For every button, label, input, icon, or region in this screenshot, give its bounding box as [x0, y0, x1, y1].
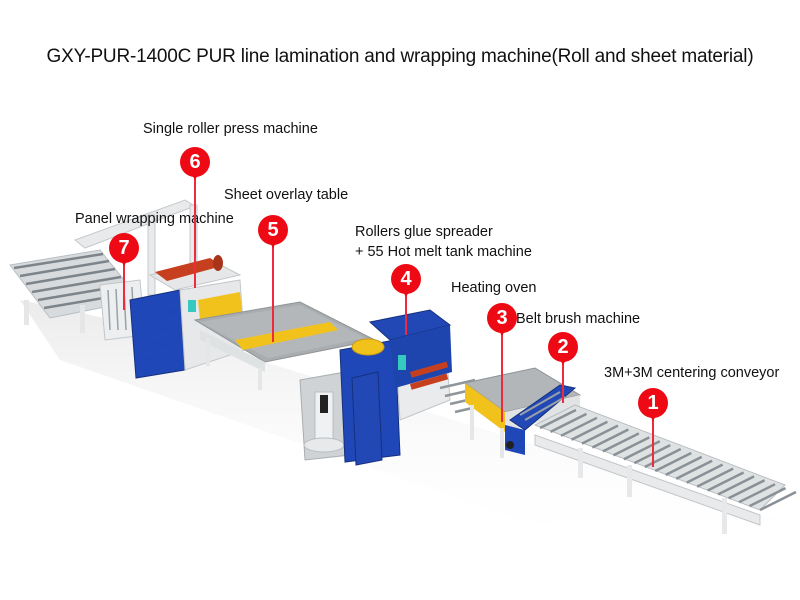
marker-7-leader-line — [123, 262, 125, 310]
label-hot-melt-tank: + 55 Hot melt tank machine — [355, 244, 532, 260]
conveyor-roller — [675, 459, 713, 480]
conveyor-roller — [644, 447, 682, 469]
conveyor-roller — [581, 424, 619, 445]
label-sheet-overlay-table: Sheet overlay table — [224, 187, 349, 203]
rollers-glue-spreader — [339, 309, 491, 466]
marker-2-pin: 2 — [548, 332, 578, 365]
hot-melt-tank — [299, 371, 351, 461]
marker-2-leader-line — [562, 361, 564, 403]
belt-brush-machine — [505, 384, 577, 455]
marker-7-pin: 7 — [109, 233, 139, 266]
centering-conveyor — [533, 404, 797, 534]
marker-4-pin: 4 — [391, 264, 421, 297]
conveyor-roller — [748, 486, 787, 508]
conveyor-roller — [707, 471, 745, 492]
marker-6-pin: 6 — [180, 147, 210, 180]
conveyor-roller — [728, 479, 766, 500]
diagram-title: GXY-PUR-1400C PUR line lamination and wr… — [46, 46, 754, 67]
label-belt-brush-machine: Belt brush machine — [516, 311, 641, 327]
conveyor-roller — [549, 412, 588, 434]
conveyor-roller — [591, 428, 629, 449]
conveyor-roller — [560, 416, 598, 437]
label-rollers-glue-spreader: Rollers glue spreader — [355, 224, 493, 240]
marker-3-pin: 3 — [487, 303, 517, 336]
label-heating-oven: Heating oven — [451, 280, 537, 296]
label-centering-conveyor: 3M+3M centering conveyor — [604, 365, 780, 381]
conveyor-roller — [738, 483, 776, 504]
conveyor-roller — [570, 420, 608, 441]
marker-5-pin: 5 — [258, 215, 288, 248]
conveyor-roller — [759, 490, 797, 512]
marker-1-leader-line — [652, 417, 654, 467]
conveyor-roller — [602, 432, 640, 453]
conveyor-roller — [717, 475, 755, 496]
conveyor-roller — [612, 436, 650, 457]
conveyor-roller — [665, 455, 703, 476]
sheet-overlay-table — [193, 301, 377, 390]
conveyor-roller — [696, 467, 734, 488]
conveyor-roller — [686, 463, 724, 484]
label-panel-wrapping-machine: Panel wrapping machine — [75, 211, 234, 227]
marker-5-leader-line — [272, 244, 274, 342]
marker-1-pin: 1 — [638, 388, 668, 421]
label-single-roller-press-machine: Single roller press machine — [143, 121, 318, 137]
conveyor-roller — [539, 408, 577, 430]
conveyor-roller — [654, 451, 692, 473]
marker-3-leader-line — [501, 332, 503, 422]
marker-6-leader-line — [194, 176, 196, 288]
marker-4-leader-line — [405, 293, 407, 335]
